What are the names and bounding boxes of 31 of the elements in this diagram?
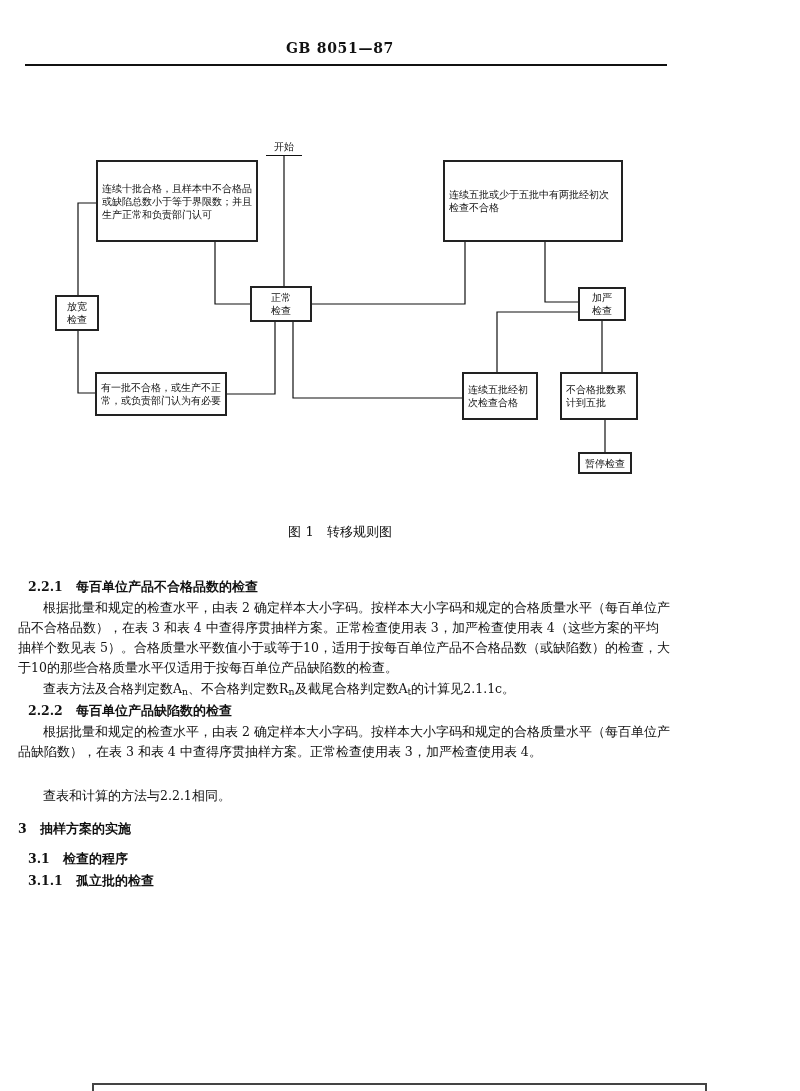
condition-box: 不合格批数累计到五批 — [560, 372, 638, 420]
connector-line — [283, 155, 285, 287]
connector-line — [496, 311, 579, 373]
condition-box: 有一批不合格，或生产不正常，或负责部门认为有必要 — [95, 372, 227, 416]
connector-line — [292, 321, 463, 399]
figure-caption: 图 1 转移规则图 — [287, 523, 393, 541]
state-box: 暂停检查 — [578, 452, 632, 474]
condition-box: 连续十批合格，且样本中不合格品或缺陷总数小于等于界限数；并且生产正常和负责部门认可 — [96, 160, 258, 242]
section-heading: 3.1.1 孤立批的检查 — [28, 872, 155, 890]
connector-line — [77, 330, 96, 394]
connector-line — [311, 241, 466, 305]
paragraph: 查表和计算的方法与2.2.1相同。 — [42, 787, 232, 805]
page-header: GB 8051—87 — [284, 39, 396, 58]
connector-line — [214, 241, 251, 305]
condition-box: 连续五批经初次检查合格 — [462, 372, 538, 420]
paragraph: 查表方法及合格判定数A$_{n}$、不合格判定数R$_{n}$及截尾合格判定数A$_{t}$的计算见2.1.1c。 — [42, 680, 517, 699]
section-heading: 2.2.1 每百单位产品不合格品数的检查 — [28, 578, 259, 596]
connector-line — [604, 419, 606, 453]
condition-box: 连续五批或少于五批中有两批经初次检查不合格 — [443, 160, 623, 242]
connector-line — [544, 241, 579, 303]
state-box: 放宽检查 — [55, 295, 99, 331]
state-box: 正常检查 — [250, 286, 312, 322]
state-box: 加严检查 — [578, 287, 626, 321]
paragraph: 根据批量和规定的检查水平，由表 2 确定样本大小字码。按样本大小字码和规定的合格质量水平（每百单位产品缺陷数），在表 3 和表 4 中查得序贯抽样方案。正常检查使用表 3，加严检查使用表 4。 — [18, 723, 670, 761]
connector-line — [226, 321, 276, 395]
connector-line — [77, 202, 97, 296]
paragraph: 根据批量和规定的检查水平，由表 2 确定样本大小字码。按样本大小字码和规定的合格质量水平（每百单位产品不合格品数），在表 3 和表 4 中查得序贯抽样方案。正常检查使用表 3，加严检查使用表 4（这些方案的平均抽样个数见表 5）。合格质量水平数值小于或等于10，适用于按每百单位产品不合格品数（或缺陷数）的检查，大于10的那些合格质量水平仅适用于按每百单位产品缺陷数的检查。 — [18, 599, 670, 677]
section-heading: 3 抽样方案的实施 — [18, 820, 132, 838]
section-heading: 3.1 检查的程序 — [28, 850, 129, 868]
connector-line — [601, 320, 603, 373]
section-heading: 2.2.2 每百单位产品缺陷数的检查 — [28, 702, 233, 720]
